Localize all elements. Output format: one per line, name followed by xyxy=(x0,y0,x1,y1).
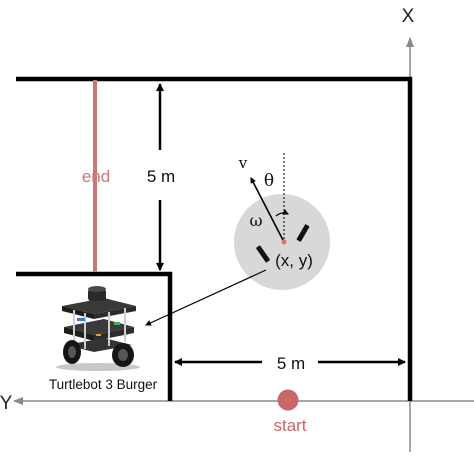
x-axis-label: X xyxy=(402,6,415,27)
wall-inner xyxy=(16,271,173,401)
robot-name-label: Turtlebot 3 Burger xyxy=(49,377,158,392)
vertical-dimension: 5 m xyxy=(147,83,175,271)
wheel-left xyxy=(256,245,270,263)
omega-arc xyxy=(275,209,289,217)
angular-velocity-label: ω xyxy=(249,211,262,230)
arena-walls xyxy=(16,76,413,401)
horizontal-dimension-label: 5 m xyxy=(277,354,305,373)
heading-label: θ xyxy=(264,171,274,191)
wheel-right xyxy=(296,224,310,242)
start-label: start xyxy=(273,416,306,435)
pose-label: (x, y) xyxy=(275,251,313,270)
callout-pointer xyxy=(145,269,267,326)
turtlebot-illustration xyxy=(56,286,140,371)
velocity-label: v xyxy=(238,154,248,172)
start-marker xyxy=(277,389,299,411)
y-axis-label: Y xyxy=(0,393,13,414)
end-label: end xyxy=(82,167,110,186)
velocity-arrow xyxy=(250,177,285,243)
horizontal-dimension: 5 m xyxy=(174,354,406,373)
robot-pose-callout: v θ ω (x, y) xyxy=(234,153,330,290)
robot-center-point xyxy=(281,239,287,245)
wall-outer xyxy=(16,76,413,401)
vertical-dimension-label: 5 m xyxy=(147,167,175,186)
